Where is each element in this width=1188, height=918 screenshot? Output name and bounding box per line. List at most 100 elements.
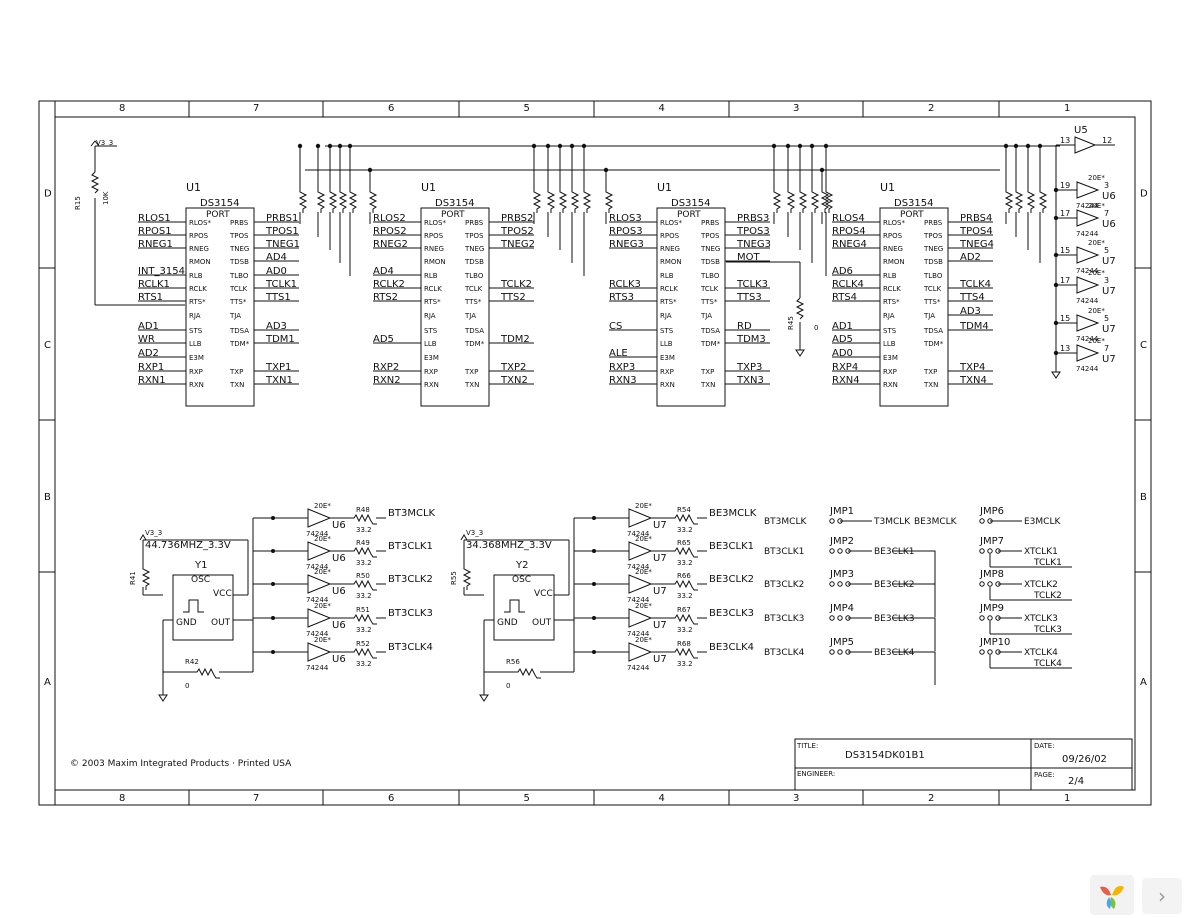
viewer-logo-icon[interactable] xyxy=(1090,875,1134,915)
gate-part: 74244 xyxy=(627,596,650,604)
right-signal: TPOS1 xyxy=(265,226,299,237)
zone-col-bottom: 8 xyxy=(119,793,125,804)
gate-part: 74244 xyxy=(1076,297,1099,305)
pin-name-left: RXP xyxy=(660,368,674,376)
gate-part: 74244 xyxy=(627,630,650,638)
right-signal: TNEG3 xyxy=(736,239,771,250)
pullup-ref: R55 xyxy=(450,571,458,585)
resistor xyxy=(1014,188,1024,213)
left-signal: RNEG4 xyxy=(832,239,867,250)
ground-symbol xyxy=(1051,371,1061,379)
right-signal: AD4 xyxy=(266,252,287,263)
right-signal: TCLK1 xyxy=(265,279,297,290)
junction-dot xyxy=(809,143,815,149)
jumper-pin xyxy=(987,615,993,621)
clock-net: BE3CLK3 xyxy=(709,608,754,619)
jumper-ref: JMP10 xyxy=(979,637,1010,648)
pin-name-right: TNEG xyxy=(464,245,484,253)
series-res-ref: R50 xyxy=(356,572,370,580)
gate-pin-in: 17 xyxy=(1060,209,1070,218)
left-signal: RCLK2 xyxy=(373,279,405,290)
pin-name-left: RMON xyxy=(189,258,211,266)
right-signal: TXN3 xyxy=(736,375,764,386)
left-signal: AD5 xyxy=(373,334,394,345)
gate-type: 20E* xyxy=(1088,202,1105,210)
junction-dot xyxy=(1037,143,1043,149)
series-res-val: 33.2 xyxy=(677,559,693,567)
junction-dot xyxy=(557,143,563,149)
drawing-title: DS3154DK01B1 xyxy=(845,750,925,761)
r15-ref: R15 xyxy=(74,196,82,210)
left-signal: RLOS4 xyxy=(832,213,865,224)
left-signal: RXN1 xyxy=(138,375,166,386)
pin-name-left: RPOS xyxy=(883,232,903,240)
pin-name-left: LLB xyxy=(883,340,896,348)
zone-row-right: A xyxy=(1140,677,1147,688)
resistor xyxy=(786,188,796,213)
gate-part: 74244 xyxy=(1076,230,1099,238)
pin-name-right: TXP xyxy=(464,368,478,376)
junction-dot xyxy=(271,582,275,586)
zone-col-bottom: 5 xyxy=(524,793,530,804)
junction-dot xyxy=(271,650,275,654)
right-signal: TTS1 xyxy=(265,292,291,303)
clock-net: BT3CLK3 xyxy=(388,608,433,619)
pin-name-left: RXN xyxy=(189,381,204,389)
osc-ref: Y2 xyxy=(515,560,528,571)
left-signal: AD2 xyxy=(138,348,159,359)
pin-name-right: TLBO xyxy=(229,272,249,280)
gnd-res-ref: R42 xyxy=(185,658,199,666)
pin-name-right: TLBO xyxy=(464,272,484,280)
zone-col-bottom: 7 xyxy=(253,793,259,804)
gate-part: 74244 xyxy=(1076,365,1099,373)
junction-dot xyxy=(1053,320,1059,326)
pin-name-left: RLB xyxy=(660,272,674,280)
pullup-resistor xyxy=(1013,143,1024,237)
series-res-ref: R48 xyxy=(356,506,370,514)
right-signal: TXP2 xyxy=(500,362,526,373)
r45-ref: R45 xyxy=(787,316,795,330)
clock-net: BE3CLK4 xyxy=(709,642,754,653)
junction-dot xyxy=(1025,143,1031,149)
gate-part: 74244 xyxy=(306,530,329,538)
resistor xyxy=(671,513,698,525)
pullup-resistor xyxy=(819,167,830,224)
right-signal: TTS3 xyxy=(736,292,762,303)
resistor xyxy=(350,647,377,659)
left-signal: RXP1 xyxy=(138,362,164,373)
resistor xyxy=(316,188,326,213)
jumper-output: E3MCLK xyxy=(1024,517,1061,527)
pullup-resistor xyxy=(771,143,782,224)
gnd-res-val: 0 xyxy=(185,682,189,690)
pin-name-left: RNEG xyxy=(883,245,903,253)
zone-col-top: 3 xyxy=(793,103,799,114)
next-page-button[interactable]: › xyxy=(1142,878,1182,914)
jumper-pin xyxy=(987,548,993,554)
ground-symbol xyxy=(158,694,168,702)
gate-type: 20E* xyxy=(1088,307,1105,315)
resistor xyxy=(1038,188,1048,213)
drawing-area xyxy=(54,116,1136,791)
pullup-resistor xyxy=(1025,143,1036,250)
left-signal: RPOS1 xyxy=(138,226,172,237)
pin-name-right: TNEG xyxy=(700,245,720,253)
buffer-gate xyxy=(307,508,332,528)
gate-part: 74244 xyxy=(306,664,329,672)
right-signal: TNEG2 xyxy=(500,239,535,250)
pin-name-right: TJA xyxy=(923,312,935,320)
pin-name-left: LLB xyxy=(424,340,437,348)
pullup-resistor xyxy=(823,143,834,276)
zone-col-bottom: 2 xyxy=(928,793,934,804)
left-signal: AD0 xyxy=(832,348,853,359)
jumper-input: BT3MCLK xyxy=(764,517,807,527)
right-signal: TDM2 xyxy=(500,334,530,345)
jumper-pin xyxy=(829,518,835,524)
square-wave-icon xyxy=(183,599,204,613)
gate-pin-out: 7 xyxy=(1104,209,1109,218)
jumper-ref: JMP6 xyxy=(979,506,1004,517)
pin-name-left: RMON xyxy=(660,258,682,266)
pullup-resistor xyxy=(581,143,592,276)
pin-name-right: TNEG xyxy=(229,245,249,253)
